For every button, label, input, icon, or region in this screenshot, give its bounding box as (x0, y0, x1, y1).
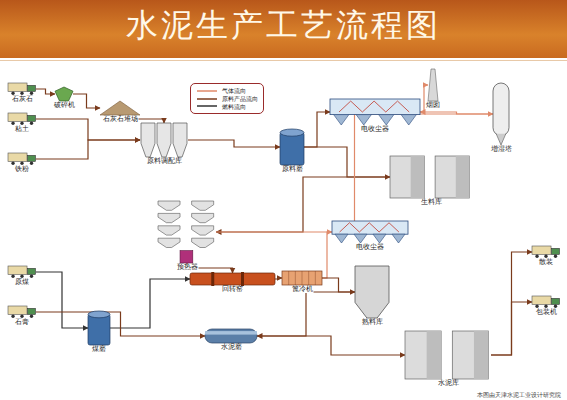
legend-entry: 原料产品流向 (196, 95, 258, 103)
equipment-label: 生料库 (420, 199, 443, 206)
page-title: 水泥生产工艺流程图 (0, 4, 567, 48)
legend-line-sample (196, 103, 218, 109)
legend-line-sample (196, 96, 218, 102)
equipment-node: 水泥磨 (205, 329, 257, 343)
equipment-symbol (205, 329, 257, 343)
equipment-label: 石膏 (14, 319, 30, 326)
legend-line-sample (196, 88, 218, 94)
equipment-node: 铁粉 (8, 153, 36, 165)
equipment-label: 铁粉 (14, 166, 30, 173)
flow-line (36, 312, 205, 336)
flow-line (304, 147, 390, 177)
legend-text: 气体流向 (222, 87, 246, 95)
equipment-symbol (330, 99, 420, 125)
equipment-symbol (282, 271, 322, 285)
equipment-symbol (140, 123, 188, 157)
equipment-node: 烟囱 (428, 69, 438, 101)
equipment-node: 篦冷机 (282, 271, 322, 285)
equipment-symbol (280, 129, 304, 165)
equipment-node: 粘土 (8, 113, 36, 125)
equipment-symbol (8, 266, 36, 278)
equipment-symbol (8, 83, 36, 95)
flow-line (322, 278, 355, 292)
equipment-node: 包装机 (532, 296, 560, 308)
equipment-symbol (428, 69, 438, 101)
equipment-label: 粘土 (14, 126, 30, 133)
equipment-label: 散装 (538, 259, 554, 266)
flow-line (304, 112, 330, 147)
equipment-label: 电收尘器 (360, 126, 390, 133)
equipment-label: 预热器 (176, 264, 199, 271)
equipment-label: 增湿塔 (490, 146, 513, 153)
flow-line (73, 94, 100, 108)
equipment-label: 烟囱 (425, 102, 441, 109)
equipment-node: 电收尘器 (332, 221, 408, 243)
equipment-symbol (88, 311, 110, 345)
equipment-label: 破碎机 (53, 102, 76, 109)
flow-line (216, 114, 493, 232)
flow-line (36, 89, 55, 94)
flow-line (491, 302, 532, 355)
credit-note: 本图由天津水泥工业设计研究院 (477, 392, 561, 399)
equipment-symbol (55, 87, 73, 101)
equipment-node: 石灰石 (8, 83, 36, 95)
equipment-node: 原料调配库 (140, 123, 188, 157)
equipment-symbol (493, 83, 509, 145)
equipment-symbol (190, 273, 275, 285)
equipment-node: 石膏 (8, 306, 36, 318)
flow-line (110, 279, 190, 328)
equipment-label: 原料磨 (281, 166, 304, 173)
equipment-node: 预热器 (158, 201, 216, 263)
flow-line (322, 232, 332, 278)
equipment-symbol (355, 266, 389, 318)
equipment-label: 水泥库 (437, 380, 460, 387)
equipment-label: 回转窑 (221, 286, 244, 293)
flow-line (188, 140, 280, 147)
equipment-node: 水泥库 (405, 331, 491, 379)
flow-line (257, 292, 355, 336)
equipment-symbol (8, 113, 36, 125)
equipment-node: 散装 (532, 246, 560, 258)
flow-line (257, 336, 405, 355)
equipment-symbol (8, 306, 36, 318)
legend-box: 气体流向原料产品流向燃料流向 (190, 83, 264, 114)
equipment-node: 石灰石堆场 (100, 101, 140, 115)
equipment-label: 熟料库 (361, 319, 384, 326)
equipment-symbol (8, 153, 36, 165)
equipment-node: 原煤 (8, 266, 36, 278)
equipment-node: 生料库 (390, 156, 472, 198)
equipment-symbol (405, 331, 491, 379)
equipment-node: 煤磨 (88, 311, 110, 345)
legend-entry: 气体流向 (196, 87, 258, 95)
flow-line (36, 272, 88, 328)
equipment-symbol (390, 156, 472, 198)
equipment-symbol (100, 101, 140, 115)
equipment-symbol (532, 246, 560, 258)
equipment-node: 熟料库 (355, 266, 389, 318)
equipment-label: 原煤 (14, 279, 30, 286)
equipment-label: 篦冷机 (291, 286, 314, 293)
equipment-symbol (532, 296, 560, 308)
equipment-label: 电收尘器 (355, 244, 385, 251)
flow-panel: 气体流向原料产品流向燃料流向 石灰石破碎机石灰石堆场粘土铁粉原料调配库原料磨电收… (0, 60, 567, 400)
equipment-label: 原料调配库 (146, 158, 183, 165)
equipment-symbol (158, 201, 216, 263)
flow-line (275, 278, 282, 279)
equipment-label: 石灰石堆场 (102, 116, 139, 123)
equipment-label: 水泥磨 (220, 344, 243, 351)
equipment-node: 电收尘器 (330, 99, 420, 125)
equipment-symbol (332, 221, 408, 243)
equipment-node: 原料磨 (280, 129, 304, 165)
legend-text: 原料产品流向 (222, 95, 258, 103)
equipment-label: 石灰石 (11, 96, 34, 103)
flow-line (491, 252, 532, 355)
equipment-label: 包装机 (535, 309, 558, 316)
equipment-node: 回转窑 (190, 273, 275, 285)
equipment-label: 煤磨 (91, 346, 107, 353)
legend-text: 燃料流向 (222, 103, 246, 111)
legend-entry: 燃料流向 (196, 103, 258, 111)
equipment-node: 破碎机 (55, 87, 73, 101)
flow-line (36, 140, 140, 159)
equipment-node: 增湿塔 (493, 83, 509, 145)
